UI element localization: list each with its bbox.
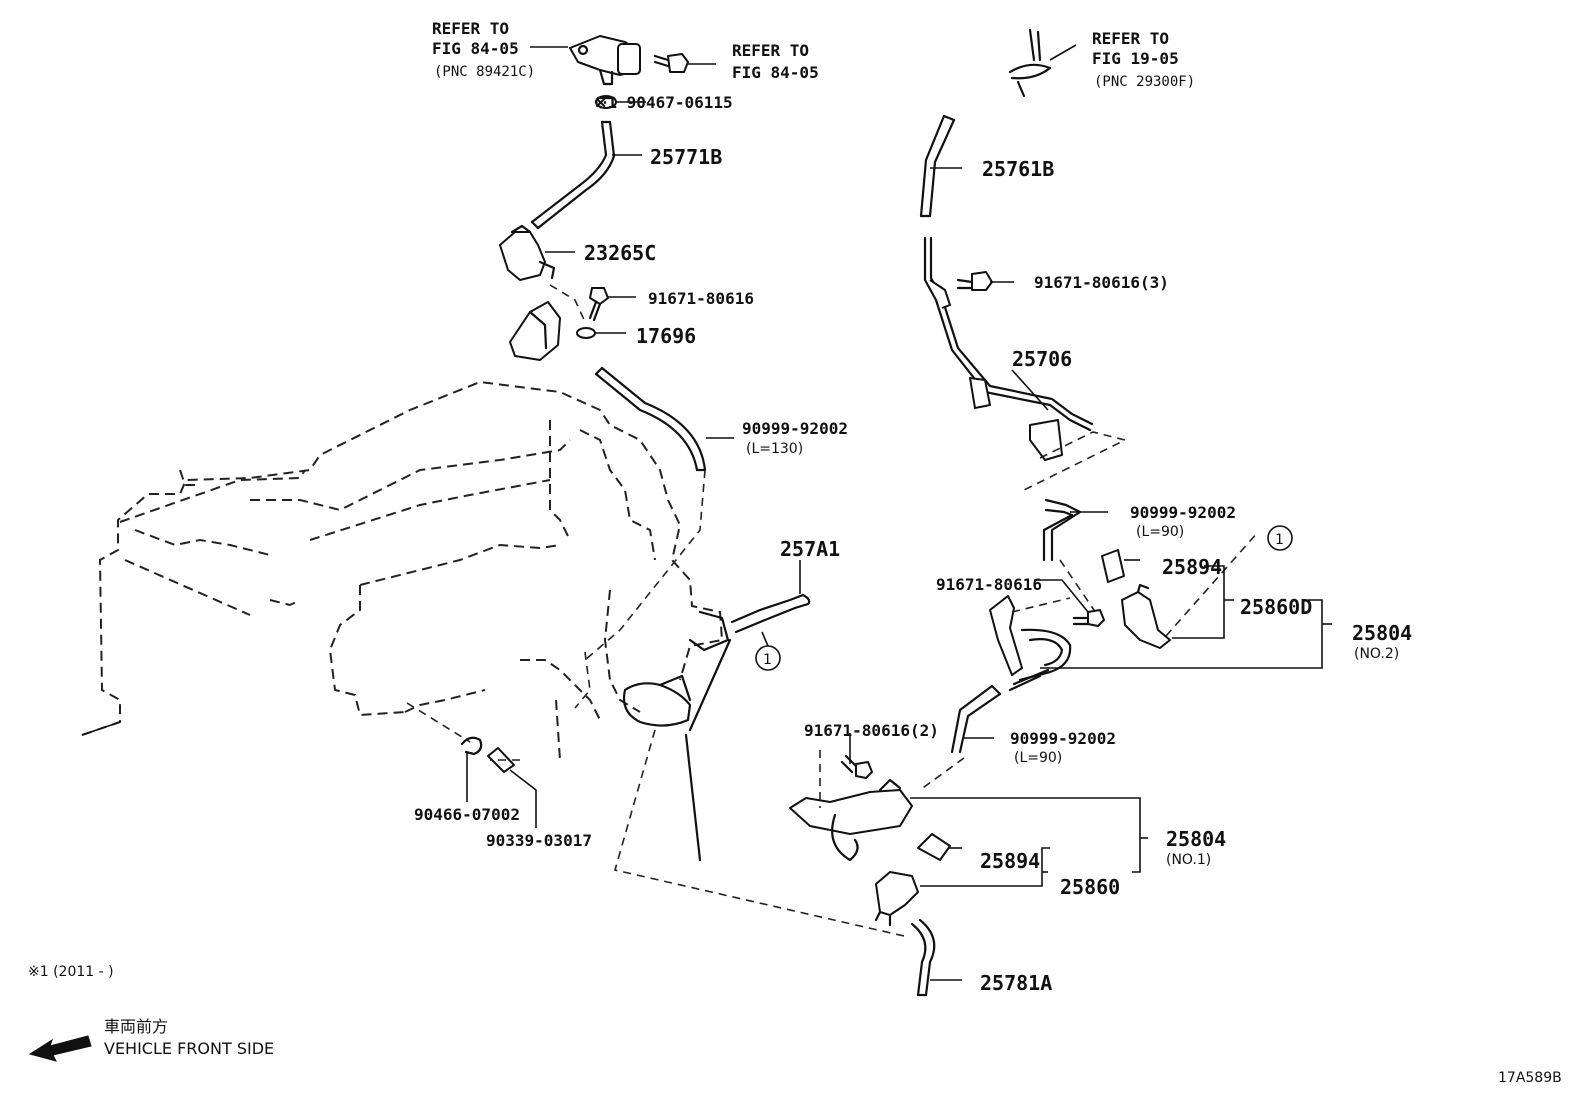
connector-25894-a	[1101, 549, 1125, 583]
label-25771b: 25771B	[650, 145, 722, 169]
svg-text:1: 1	[763, 652, 772, 668]
connector-25894-b	[917, 833, 951, 861]
refer-a-line2: FIG 84-05	[432, 39, 519, 58]
refer-c-line1: REFER TO	[1092, 29, 1169, 48]
label-91671-a: 91671-80616	[648, 289, 754, 308]
front-side-en: VEHICLE FRONT SIDE	[104, 1039, 274, 1058]
label-17696: 17696	[636, 324, 696, 348]
circle-ref-right: 1	[1267, 525, 1293, 551]
bolt-91671-b	[1072, 609, 1105, 627]
label-90466: 90466-07002	[414, 805, 520, 824]
refer-b-line2: FIG 84-05	[732, 63, 819, 82]
label-90999-a-len: (L=130)	[746, 441, 803, 457]
hose-25761b	[919, 114, 956, 218]
diagram-id: 17A589B	[1498, 1070, 1562, 1086]
leader-lines	[466, 44, 1332, 981]
label-25781a: 25781A	[980, 971, 1052, 995]
label-25761b: 25761B	[982, 157, 1054, 181]
label-25860: 25860	[1060, 875, 1120, 899]
refer-c-line3: (PNC 29300F)	[1094, 74, 1195, 90]
vacuum-sensor	[569, 35, 641, 86]
vsv-25860	[874, 871, 919, 927]
bolt-91671-3	[956, 271, 993, 291]
refer-a-line3: (PNC 89421C)	[434, 64, 535, 80]
label-25804-no2-sub: (NO.2)	[1354, 646, 1399, 662]
bolt-top	[653, 53, 689, 73]
circle-ref-left: 1	[755, 645, 781, 671]
label-90999-c-len: (L=90)	[1014, 750, 1062, 766]
label-25894-a: 25894	[1162, 555, 1222, 579]
clamp-90466	[460, 736, 483, 756]
vsv-25860d	[1121, 583, 1171, 649]
label-90999-b-len: (L=90)	[1136, 524, 1184, 540]
label-91671-3: 91671-80616(3)	[1034, 273, 1169, 292]
refer-b-line1: REFER TO	[732, 41, 809, 60]
label-25804-no1: 25804	[1166, 827, 1226, 851]
hose-90999-c	[950, 684, 1002, 754]
label-25804-no1-sub: (NO.1)	[1166, 852, 1211, 868]
label-90999-a: 90999-92002	[742, 419, 848, 438]
label-25894-b: 25894	[980, 849, 1040, 873]
refer-c-line2: FIG 19-05	[1092, 49, 1179, 68]
label-91671-2: 91671-80616(2)	[804, 721, 939, 740]
front-arrow-icon	[28, 1035, 92, 1062]
bracket-no2	[989, 595, 1072, 692]
front-side-jp: 車両前方	[104, 1017, 168, 1036]
hose-25771b	[530, 120, 616, 230]
pipe-25706	[923, 236, 1094, 461]
label-90339: 90339-03017	[486, 831, 592, 850]
hose-90999-b	[1042, 498, 1082, 562]
hose-25781a	[910, 918, 936, 997]
fitting-top-right	[1008, 28, 1052, 98]
footnote: ※1 (2011 - )	[28, 964, 114, 980]
clip-90467	[595, 95, 617, 109]
label-90999-c: 90999-92002	[1010, 729, 1116, 748]
bracket-17696	[509, 301, 596, 361]
label-23265c: 23265C	[584, 241, 656, 265]
label-257a1: 257A1	[780, 537, 840, 561]
bolt-91671-a	[588, 287, 609, 322]
vsv-23265c	[499, 224, 556, 281]
intake-elbow	[622, 610, 732, 862]
bolt-91671-2	[840, 754, 873, 779]
label-25804-no2: 25804	[1352, 621, 1412, 645]
hose-257a1	[730, 593, 811, 634]
svg-text:1: 1	[1275, 532, 1284, 548]
label-25860d: 25860D	[1240, 595, 1312, 619]
bracket-no1	[789, 778, 913, 862]
label-90999-b: 90999-92002	[1130, 503, 1236, 522]
label-91671-b: 91671-80616	[936, 575, 1042, 594]
label-25706: 25706	[1012, 347, 1072, 371]
engine-outline	[81, 380, 724, 761]
refer-a-line1: REFER TO	[432, 19, 509, 38]
hose-90999-a	[594, 366, 707, 472]
label-90467: ※1 90467-06115	[594, 93, 733, 112]
